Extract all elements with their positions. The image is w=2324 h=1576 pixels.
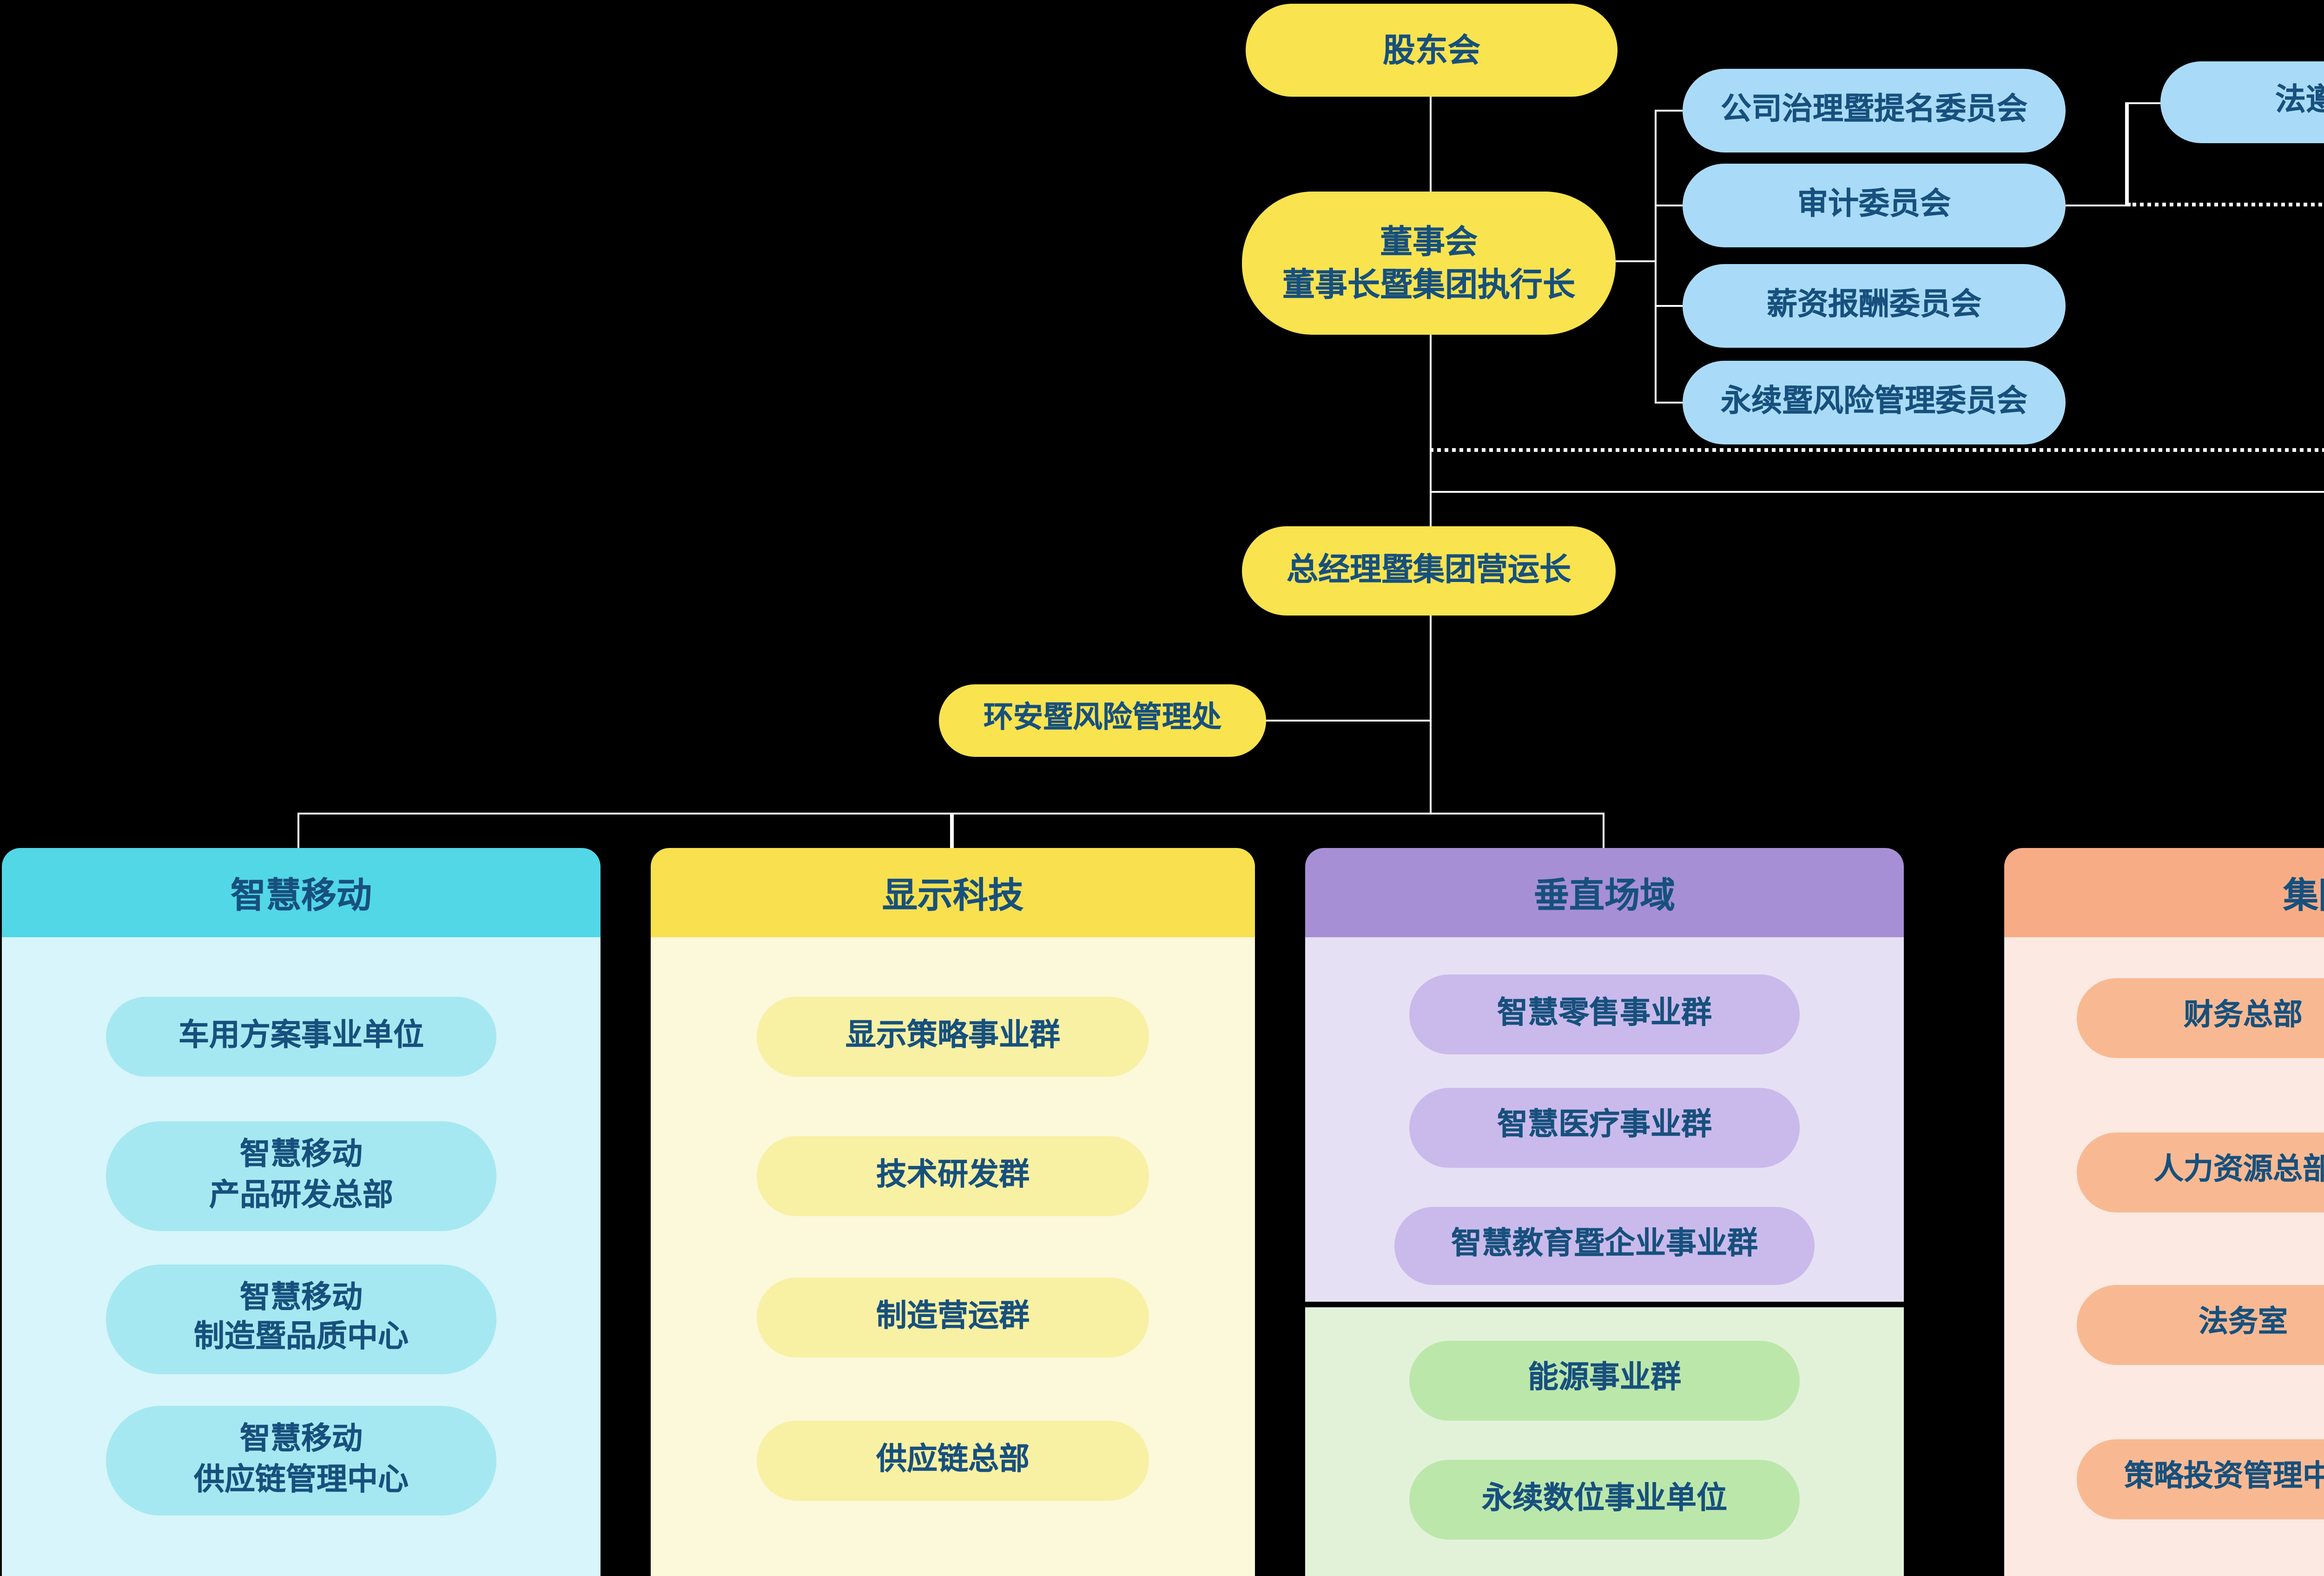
connector-committee-stub-2	[1655, 204, 1683, 206]
connector-division1-stub	[297, 812, 299, 849]
node-president-coo: 总经理暨集团营运长	[1242, 526, 1616, 616]
division-smart-mobility: 智慧移动 车用方案事业单位 智慧移动 产品研发总部 智慧移动 制造暨品质中心 智…	[2, 848, 601, 1576]
node-human-resources-hq: 人力资源总部	[2077, 1132, 2324, 1212]
division-header-group-operations-support: 集团营运支援单位	[2004, 848, 2324, 937]
dotted-compliance-to-mainline	[1430, 447, 2324, 451]
node-board-chairman: 董事会 董事长暨集团执行长	[1242, 192, 1616, 335]
connector-division3-stub	[1602, 812, 1604, 849]
node-supply-chain-hq: 供应链总部	[757, 1421, 1149, 1501]
node-finance-hq: 财务总部	[2077, 978, 2324, 1058]
division-group-operations-support: 集团营运支援单位 财务总部 数位技术发展总部 人力资源总部 永续发展总部 法务室…	[2004, 848, 2324, 1576]
connector-committee-stub-4	[1655, 401, 1683, 404]
node-sm-manufacturing-quality-center: 智慧移动 制造暨品质中心	[106, 1264, 496, 1373]
node-chief-compliance-counsel: 法遵总顾问	[2160, 61, 2324, 143]
node-strategic-investment-center: 策略投资管理中心	[2077, 1438, 2324, 1518]
node-automotive-solutions-bu: 车用方案事业单位	[106, 997, 496, 1077]
node-smart-medical-bg: 智慧医疗事业群	[1409, 1087, 1800, 1167]
division-vertical-domains: 垂直场域 智慧零售事业群 智慧医疗事业群 智慧教育暨企业事业群 能源事业群 永续…	[1305, 848, 1904, 1576]
connector-support-branch-h	[1429, 490, 2324, 493]
connector-division2-stub	[950, 812, 953, 849]
node-committee-sustainability-risk: 永续暨风险管理委员会	[1683, 361, 2066, 444]
node-committee-governance-nomination: 公司治理暨提名委员会	[1683, 69, 2066, 152]
node-ehs-risk-management: 环安暨风险管理处	[939, 684, 1266, 757]
node-committee-compensation: 薪资报酬委员会	[1683, 264, 2066, 348]
division-header-smart-mobility: 智慧移动	[2, 848, 601, 937]
node-legal-office: 法务室	[2077, 1285, 2324, 1365]
division-display-technology: 显示科技 显示策略事业群 技术研发群 制造营运群 供应链总部	[651, 848, 1255, 1576]
node-sm-supply-chain-center: 智慧移动 供应链管理中心	[106, 1406, 496, 1516]
division-header-display-technology: 显示科技	[651, 848, 1255, 937]
node-committee-audit: 审计委员会	[1683, 164, 2066, 247]
node-sustainable-digital-bu: 永续数位事业单位	[1409, 1460, 1800, 1540]
node-technology-rd-group: 技术研发群	[757, 1136, 1149, 1216]
node-smart-retail-bg: 智慧零售事业群	[1409, 974, 1800, 1054]
connector-ehs-president	[1266, 719, 1430, 722]
node-energy-bg: 能源事业群	[1409, 1340, 1800, 1420]
connector-audit-compliance-h	[2066, 204, 2127, 206]
connector-committee-stub-1	[1655, 109, 1683, 112]
connector-board-committees-stem	[1616, 259, 1655, 262]
node-smart-education-enterprise-bg: 智慧教育暨企业事业群	[1394, 1207, 1815, 1285]
node-display-strategy-bg: 显示策略事业群	[757, 997, 1149, 1077]
connector-audit-compliance-v	[2125, 102, 2128, 206]
connector-shareholders-board	[1429, 97, 1432, 193]
node-manufacturing-operations-group: 制造营运群	[757, 1278, 1149, 1357]
connector-committee-stub-3	[1655, 304, 1683, 307]
node-sm-product-rd-hq: 智慧移动 产品研发总部	[106, 1121, 496, 1231]
division-header-vertical-domains: 垂直场域	[1305, 848, 1904, 937]
connector-compliance-stub	[2125, 101, 2160, 104]
dotted-audit-right	[2127, 202, 2324, 205]
node-shareholders: 股东会	[1246, 4, 1618, 97]
connector-committees-bracket	[1654, 109, 1657, 404]
